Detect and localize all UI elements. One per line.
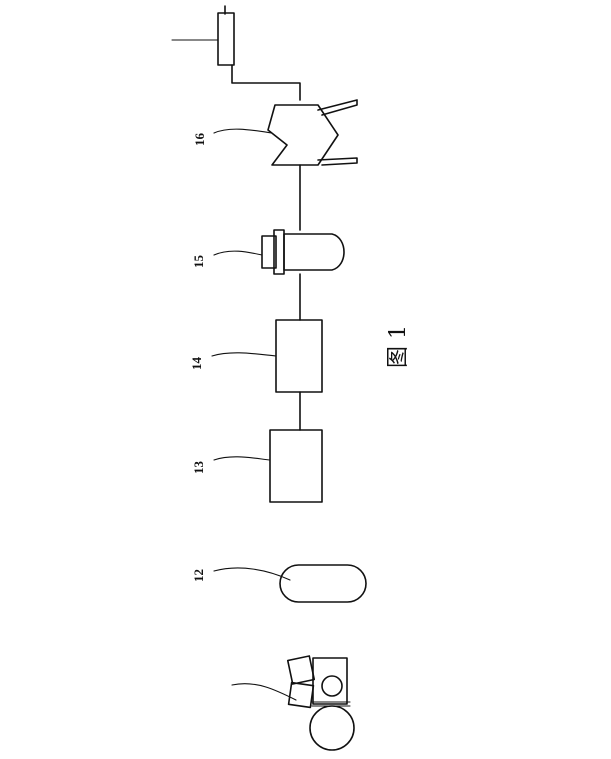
- bottom-machine-component: [231, 655, 355, 751]
- label-13: 13: [191, 461, 206, 475]
- label-16: 16: [192, 133, 207, 147]
- label-15: 15: [191, 255, 206, 269]
- component-16-hopper: 16: [192, 99, 358, 166]
- component-12-capsule: 12: [191, 564, 367, 603]
- component-13-box: 13: [191, 429, 323, 503]
- figure-caption: 图 1: [386, 325, 411, 368]
- connection-line-top: [231, 64, 301, 101]
- label-12: 12: [191, 569, 206, 582]
- label-14: 14: [189, 357, 204, 371]
- component-15-bulb: 15: [191, 229, 345, 275]
- component-14-box: 14: [189, 319, 323, 393]
- top-cylinder-component: [171, 5, 235, 66]
